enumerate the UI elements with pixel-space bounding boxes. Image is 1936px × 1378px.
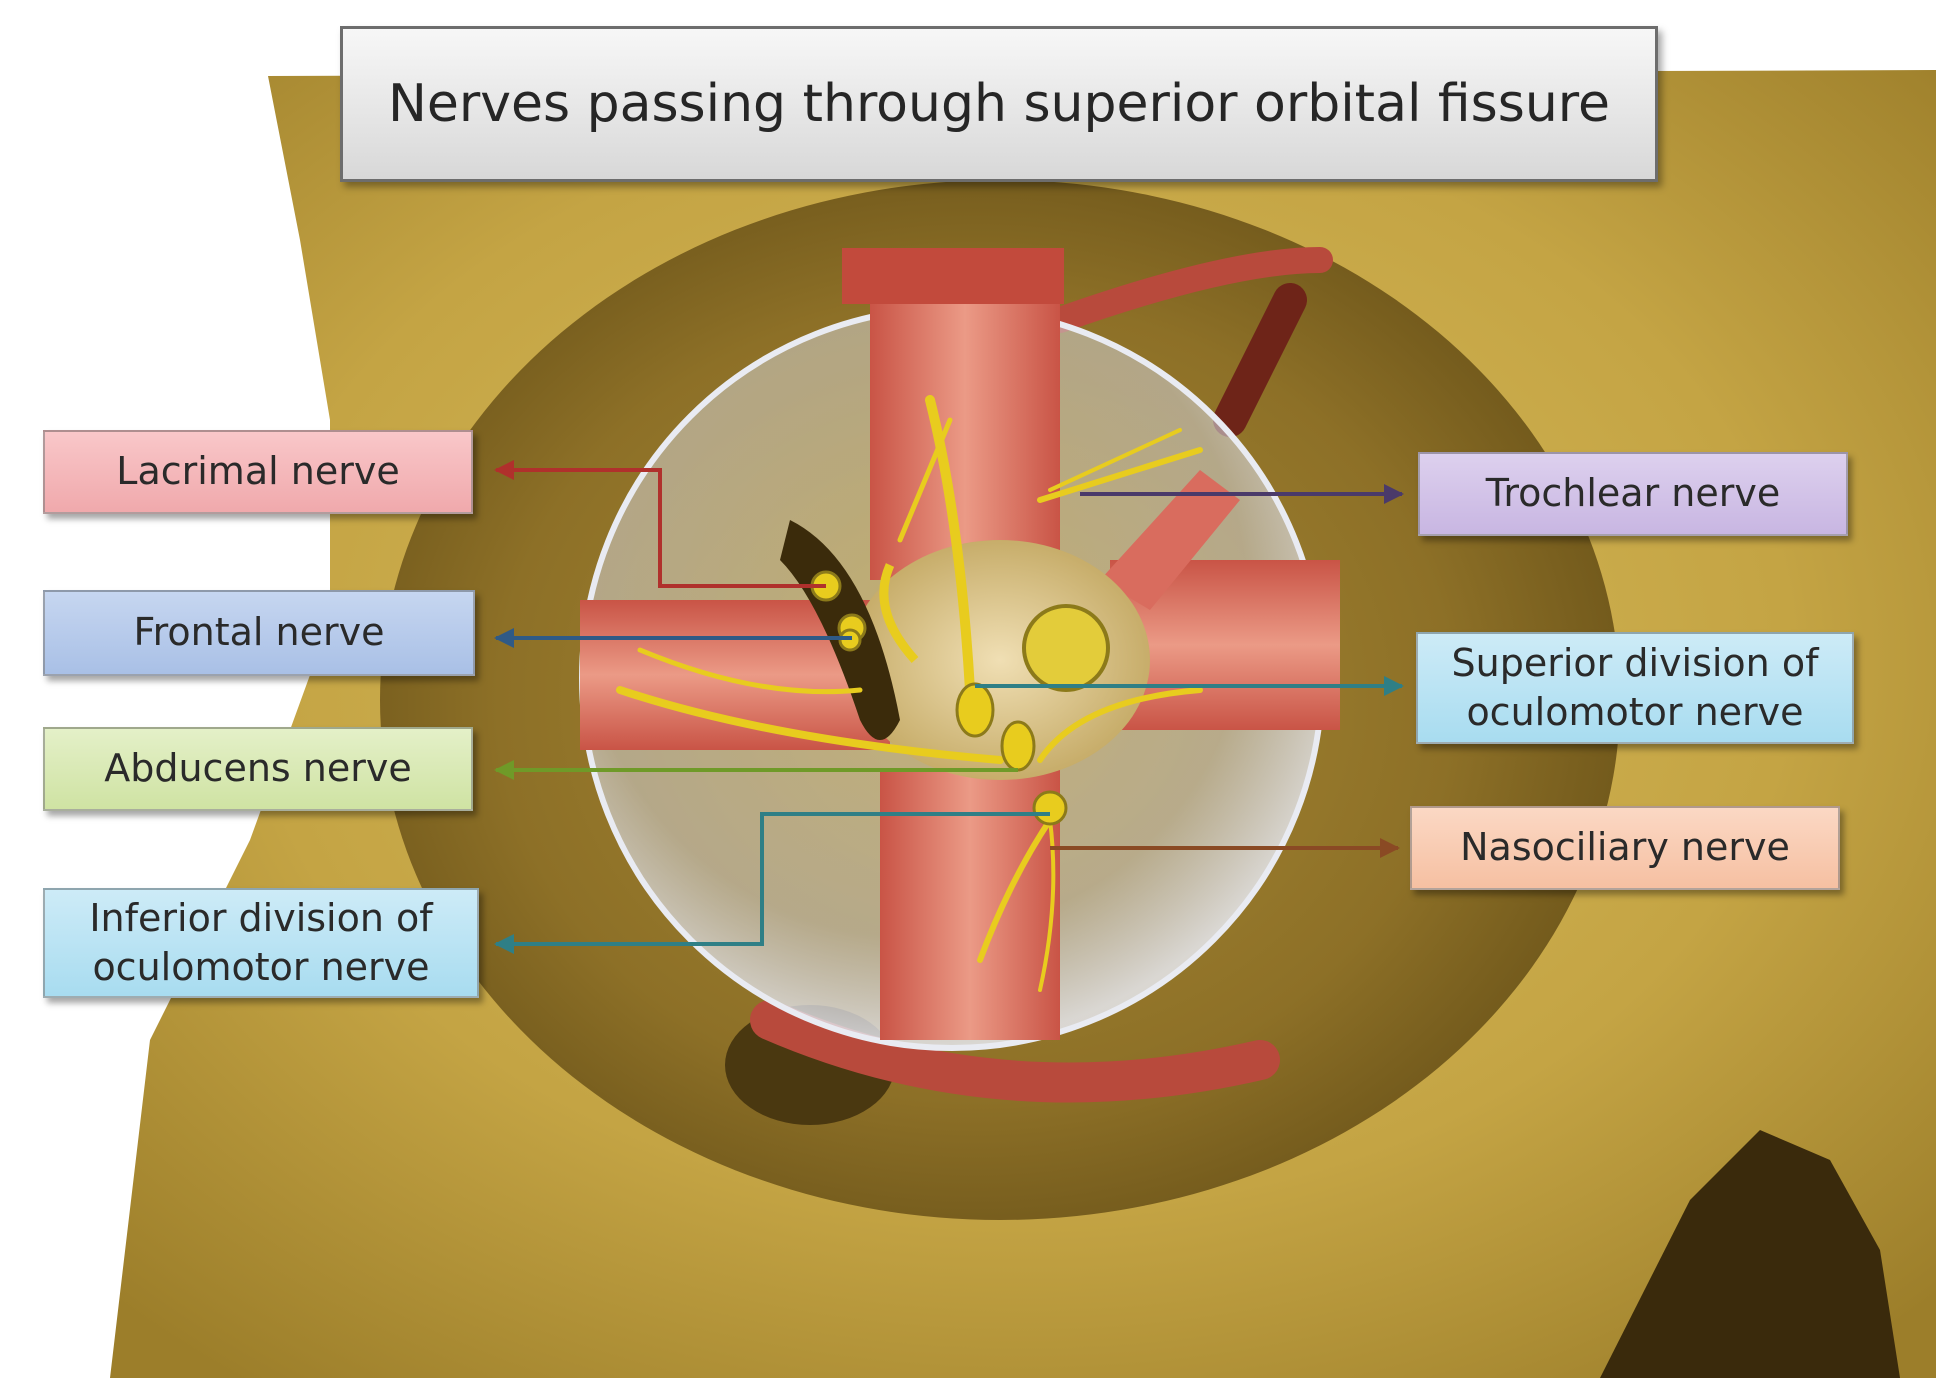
- label-abducens-nerve: Abducens nerve: [43, 727, 473, 811]
- oblique-muscle-band: [1100, 470, 1240, 610]
- superior-oblique-tendon: [1047, 247, 1333, 333]
- common-tendinous-ring: [850, 540, 1150, 780]
- label-lacrimal-nerve: Lacrimal nerve: [43, 430, 473, 514]
- optic-nerve: [1022, 604, 1110, 692]
- leader-lines: [494, 460, 1404, 954]
- lacrimal-leader: [494, 460, 826, 588]
- superior-rectus-insertion: [842, 248, 1064, 304]
- inferior-oculomotor-leader: [494, 812, 1050, 954]
- label-nasociliary-nerve: Nasociliary nerve: [1410, 806, 1840, 890]
- label-superior-division-oculomotor-nerve: Superior division of oculomotor nerve: [1416, 632, 1854, 744]
- label-frontal-nerve: Frontal nerve: [43, 590, 475, 676]
- superior-rectus-muscle: [870, 260, 1060, 580]
- label-trochlear-nerve: Trochlear nerve: [1418, 452, 1848, 536]
- nerve-network: [616, 395, 1203, 992]
- diagram-title: Nerves passing through superior orbital …: [340, 26, 1658, 182]
- nasal-cavity: [1600, 1130, 1900, 1378]
- superior-oblique-muscle: [1213, 283, 1307, 437]
- inferior-oblique-muscle: [750, 1000, 1280, 1103]
- label-inferior-division-oculomotor-nerve: Inferior division of oculomotor nerve: [43, 888, 479, 998]
